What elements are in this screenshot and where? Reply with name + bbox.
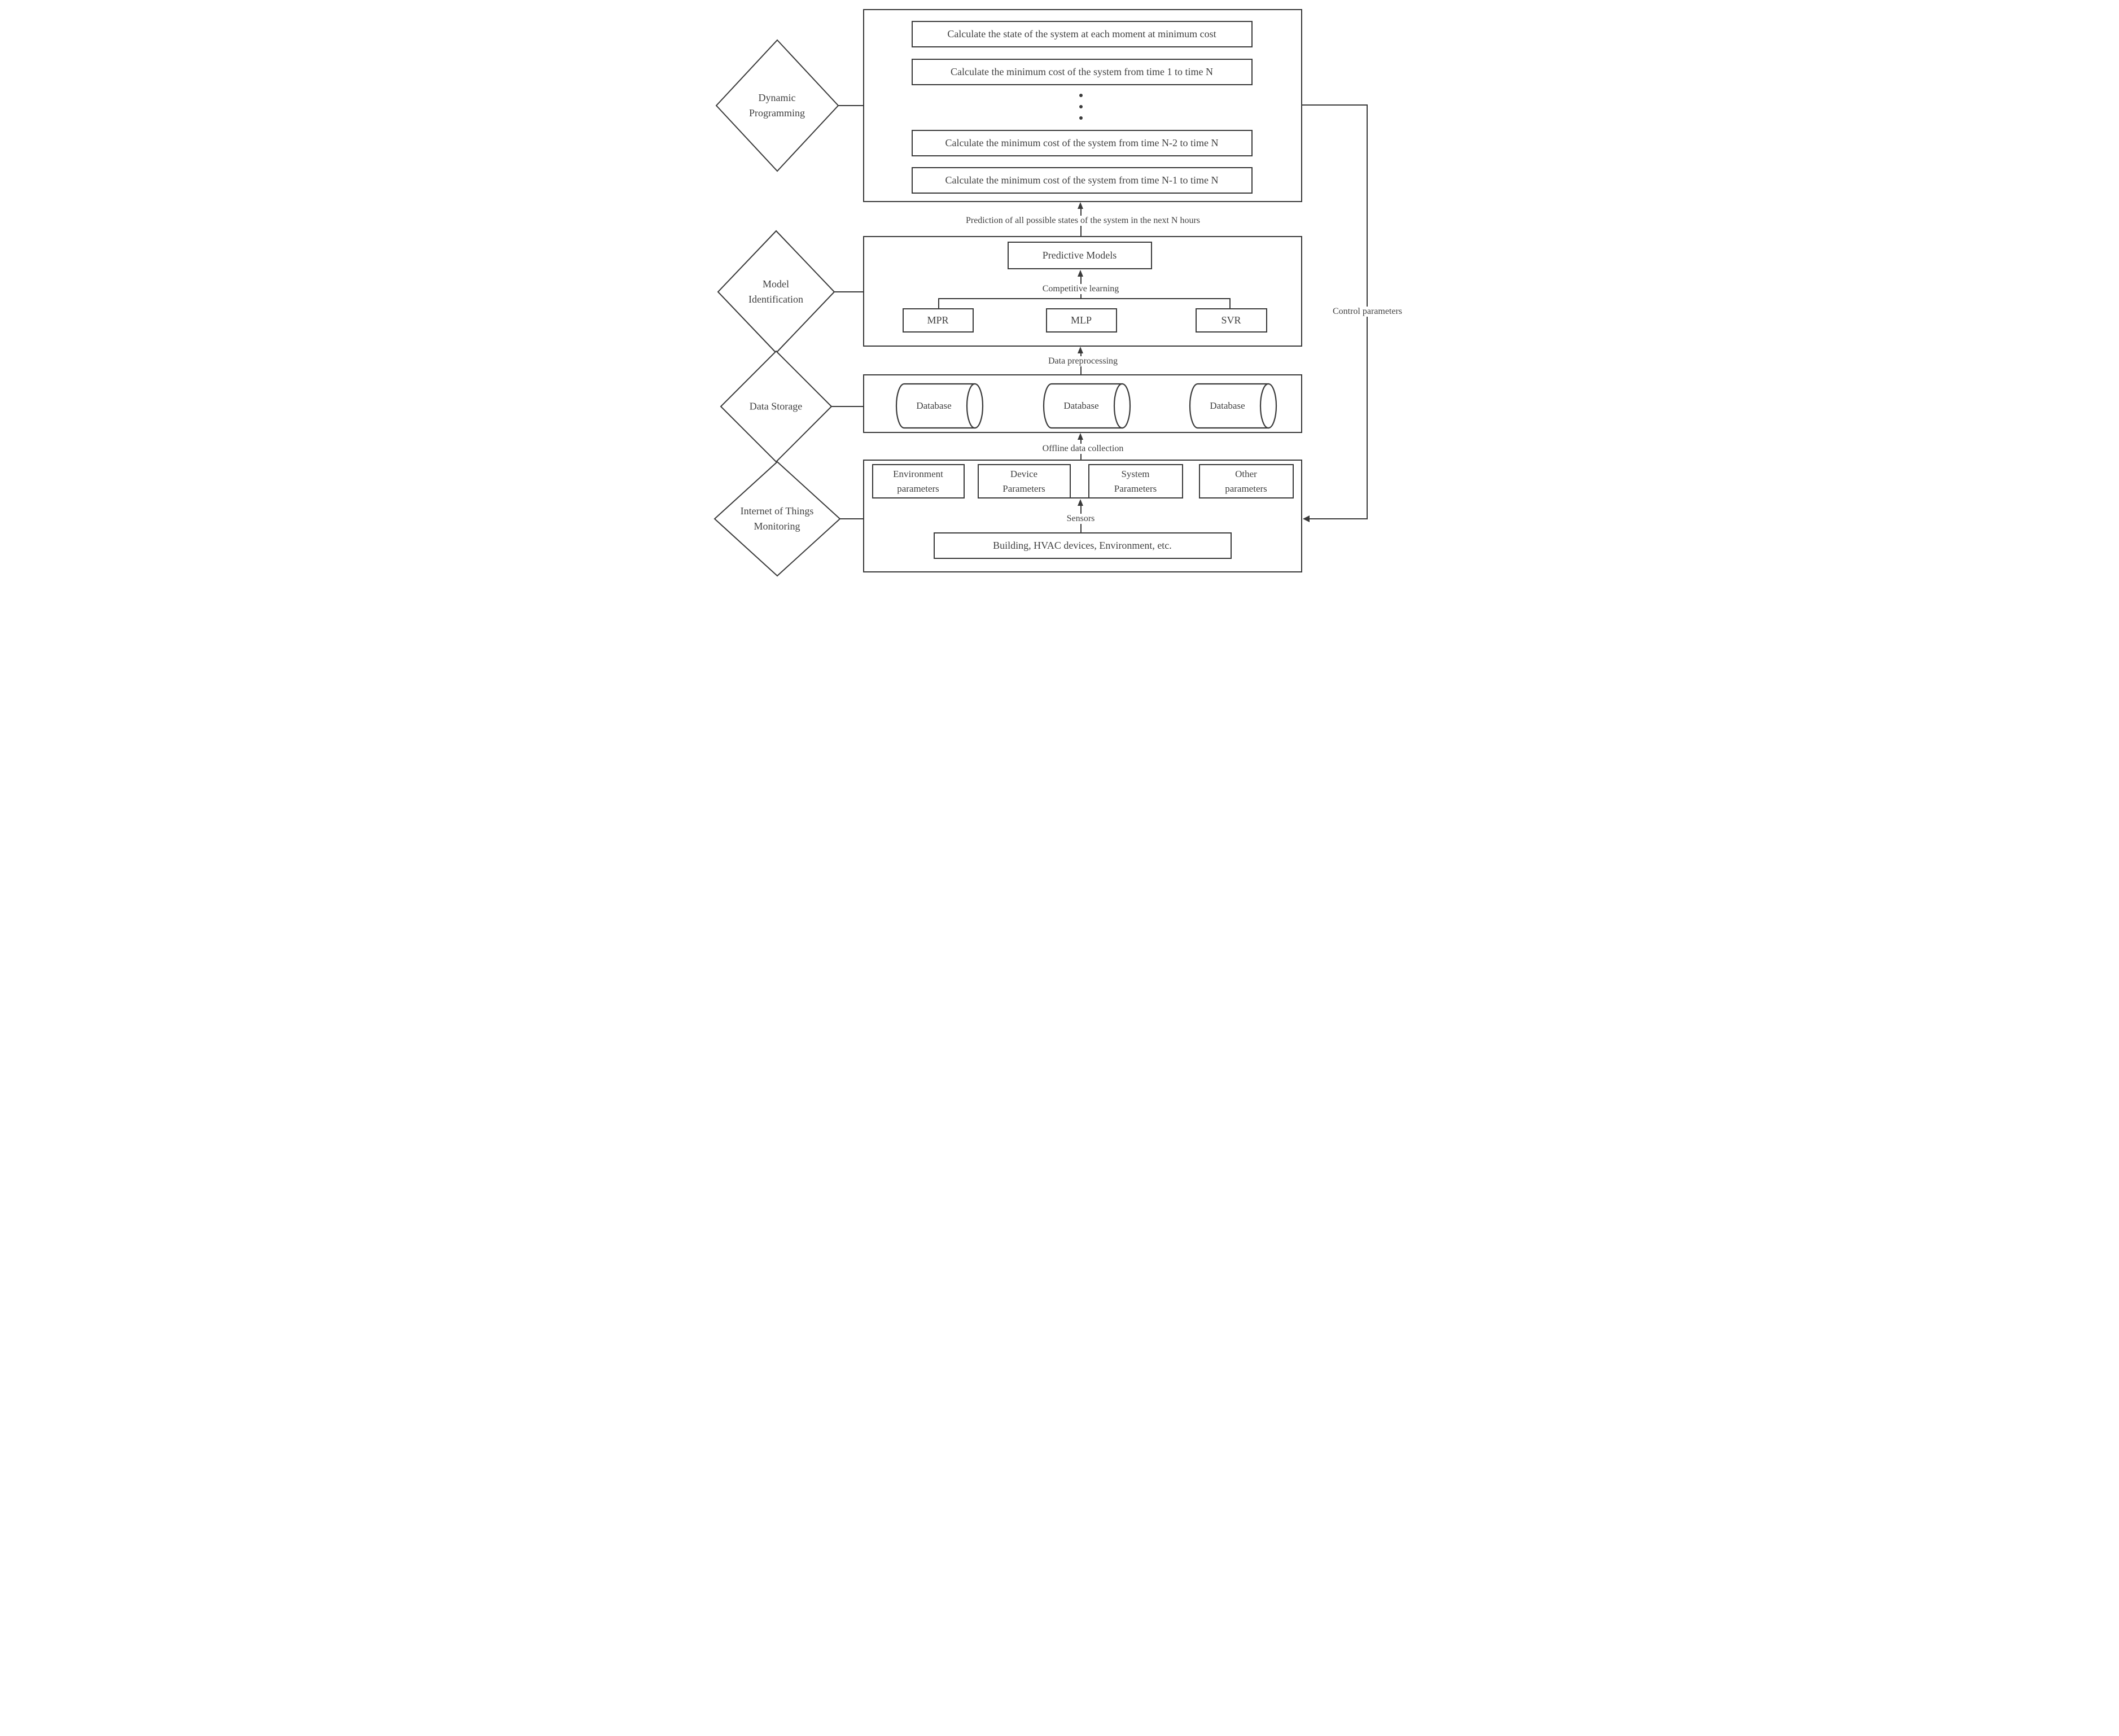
mpr-label: MPR	[927, 314, 949, 326]
database-cylinder-3	[1189, 383, 1277, 429]
other-parameters-line2: parameters	[1225, 483, 1267, 494]
database-1-label: Database	[892, 383, 977, 429]
parameter-row-gap-line	[1069, 497, 1089, 499]
data-preprocessing-arrowhead	[1077, 347, 1083, 353]
dp-diamond-connector-line	[837, 105, 864, 106]
control-path-bottom-line	[1309, 518, 1368, 519]
predictive-models-box: Predictive Models	[1007, 242, 1152, 269]
database-2-text: Database	[1063, 400, 1099, 411]
dp-step-4-label: Calculate the minimum cost of the system…	[945, 174, 1219, 186]
database-2-label: Database	[1039, 383, 1124, 429]
control-path-top-line	[1302, 104, 1368, 106]
system-parameters-line1: System	[1121, 468, 1150, 479]
system-parameters-box: System Parameters	[1088, 464, 1183, 499]
flowchart-canvas: Dynamic Programming Model Identification…	[706, 0, 1413, 579]
mi-diamond-line2: Identification	[748, 294, 803, 305]
dp-step-box-1: Calculate the state of the system at eac…	[911, 21, 1253, 47]
other-parameters-line1: Other	[1235, 468, 1257, 479]
models-bracket-right-stub	[1229, 298, 1231, 309]
svr-label: SVR	[1221, 314, 1241, 326]
dp-diamond-line2: Programming	[749, 107, 805, 119]
dp-step-box-4: Calculate the minimum cost of the system…	[911, 167, 1253, 194]
device-parameters-box: Device Parameters	[977, 464, 1071, 499]
model-identification-diamond-label: Model Identification	[748, 277, 803, 307]
dynamic-programming-diamond	[715, 39, 839, 172]
database-3-text: Database	[1210, 400, 1245, 411]
iot-diamond-connector-line	[839, 518, 864, 519]
dp-step-box-3: Calculate the minimum cost of the system…	[911, 130, 1253, 156]
database-3-label: Database	[1185, 383, 1270, 429]
data-storage-diamond	[720, 350, 832, 463]
ellipsis-dot-3	[1079, 116, 1083, 120]
offline-data-collection-label: Offline data collection	[1039, 444, 1127, 454]
database-cylinder-2	[1043, 383, 1131, 429]
iot-diamond-line2: Monitoring	[754, 521, 800, 532]
dynamic-programming-diamond-label: Dynamic Programming	[749, 90, 805, 121]
mi-diamond-connector-line	[834, 291, 864, 292]
other-parameters-box: Other parameters	[1198, 464, 1294, 499]
svr-box: SVR	[1195, 308, 1267, 333]
control-path-arrowhead	[1302, 515, 1310, 522]
models-bracket-left-stub	[938, 298, 939, 309]
ds-diamond-line1: Data Storage	[749, 400, 803, 412]
dp-step-2-label: Calculate the minimum cost of the system…	[951, 66, 1213, 77]
iot-monitoring-diamond-label: Internet of Things Monitoring	[741, 504, 814, 534]
competitive-learning-label: Competitive learning	[1039, 284, 1123, 294]
building-hvac-label: Building, HVAC devices, Environment, etc…	[993, 540, 1172, 551]
environment-parameters-line2: parameters	[897, 483, 939, 494]
database-cylinder-1	[895, 383, 983, 429]
prediction-label: Prediction of all possible states of the…	[962, 216, 1204, 226]
models-bracket-line	[938, 298, 1231, 299]
ds-diamond-connector-line	[831, 406, 864, 407]
database-1-text: Database	[916, 400, 952, 411]
prediction-arrowhead	[1077, 202, 1083, 209]
mlp-label: MLP	[1070, 314, 1092, 326]
iot-monitoring-diamond	[713, 461, 840, 577]
environment-parameters-line1: Environment	[893, 468, 943, 479]
dp-step-box-2: Calculate the minimum cost of the system…	[911, 59, 1253, 85]
ellipsis-dot-2	[1079, 105, 1083, 108]
sensors-label: Sensors	[1063, 514, 1098, 524]
system-parameters-line2: Parameters	[1114, 483, 1157, 494]
dp-step-3-label: Calculate the minimum cost of the system…	[945, 137, 1219, 148]
dp-step-1-label: Calculate the state of the system at eac…	[947, 28, 1216, 40]
environment-parameters-box: Environment parameters	[872, 464, 965, 499]
sensors-arrowhead	[1077, 499, 1083, 506]
predictive-models-label: Predictive Models	[1042, 250, 1117, 261]
mi-diamond-line1: Model	[763, 278, 789, 290]
device-parameters-line1: Device	[1010, 468, 1038, 479]
data-preprocessing-label: Data preprocessing	[1044, 356, 1122, 366]
ellipsis-dot-1	[1079, 94, 1083, 97]
mlp-box: MLP	[1045, 308, 1117, 333]
mpr-box: MPR	[902, 308, 974, 333]
data-storage-diamond-label: Data Storage	[750, 399, 802, 414]
dp-diamond-line1: Dynamic	[758, 92, 796, 103]
offline-data-arrowhead	[1077, 433, 1083, 440]
building-hvac-box: Building, HVAC devices, Environment, etc…	[933, 532, 1232, 559]
control-parameters-label: Control parameters	[1329, 307, 1406, 317]
device-parameters-line2: Parameters	[1002, 483, 1045, 494]
iot-diamond-line1: Internet of Things	[740, 505, 814, 517]
competitive-learning-arrowhead	[1077, 270, 1083, 277]
